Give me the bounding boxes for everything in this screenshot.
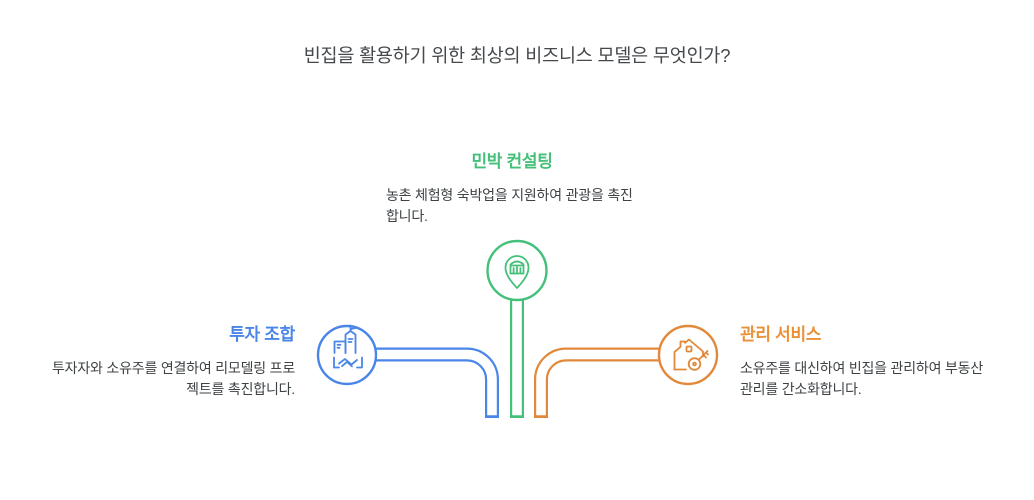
investment-branch-connector <box>375 347 499 418</box>
branch-label-bnb: 민박 컨설팅 농촌 체험형 숙박업을 지원하여 관광을 촉진합니다. <box>386 147 638 226</box>
branch-description-bnb: 농촌 체험형 숙박업을 지원하여 관광을 촉진합니다. <box>386 187 633 224</box>
page-title: 빈집을 활용하기 위한 최상의 비즈니스 모델은 무엇인가? <box>303 45 731 66</box>
house-key-icon <box>673 338 709 371</box>
buildings-handshake-icon <box>333 324 363 369</box>
branch-description-investment: 투자자와 소유주를 연결하여 리모델링 프로젝트를 촉진합니다. <box>52 360 295 397</box>
branch-title-bnb: 민박 컨설팅 <box>471 152 553 171</box>
investment-node-circle <box>316 324 378 386</box>
branch-label-investment: 투자 조합 투자자와 소유주를 연결하여 리모델링 프로젝트를 촉진합니다. <box>40 320 295 399</box>
branch-title-investment: 투자 조합 <box>229 325 295 344</box>
management-branch-connector <box>534 347 661 418</box>
branch-title-management: 관리 서비스 <box>740 325 822 344</box>
branch-description-management: 소유주를 대신하여 빈집을 관리하여 부동산 관리를 간소화합니다. <box>740 360 983 397</box>
barn-map-pin-icon <box>504 255 530 289</box>
management-node-circle <box>657 324 719 386</box>
branch-label-management: 관리 서비스 소유주를 대신하여 빈집을 관리하여 부동산 관리를 간소화합니다… <box>740 320 994 399</box>
